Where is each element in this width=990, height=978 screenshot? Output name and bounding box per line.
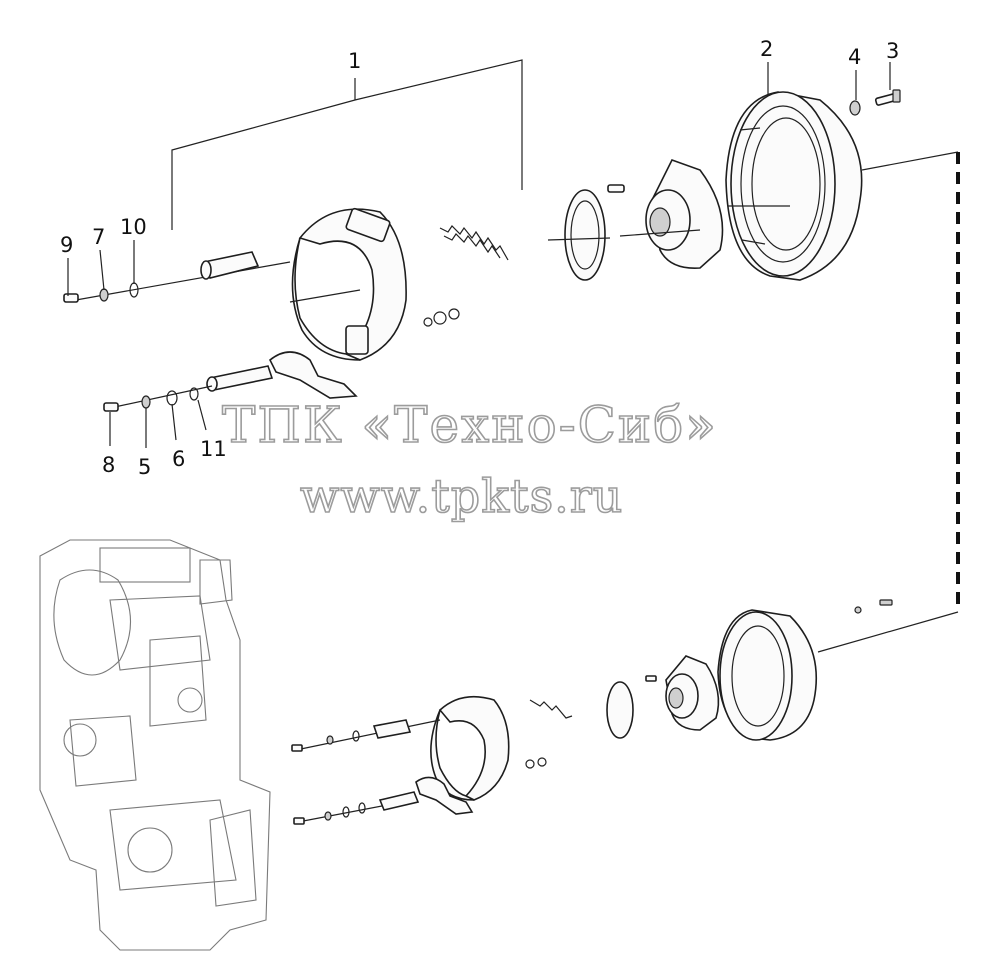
callout-6: 6 [172,447,185,471]
callout-labels: 1 2 3 4 9 7 10 8 5 6 11 [60,37,899,479]
watermark: ТПК «Техно-Сиб» www.tpkts.ru [221,395,718,524]
washer-4 [849,100,861,116]
screw-3 [874,89,901,106]
anchor-pin-installed [291,719,441,752]
assembly-connector [817,151,960,653]
hub-flange [607,159,724,269]
brake-drum [725,91,863,281]
cam-lever [103,351,358,412]
backing-disc [547,189,611,281]
callout-7: 7 [92,225,105,249]
callout-9: 9 [60,233,73,257]
transmission-housing [39,539,271,951]
watermark-url: www.tpkts.ru [300,469,623,523]
callout-1: 1 [348,49,361,73]
callout-2: 2 [760,37,773,61]
brake-shoes-installed [430,695,573,801]
leader-lines [67,62,891,448]
watermark-company: ТПК «Техно-Сиб» [222,396,718,454]
callout-3: 3 [886,39,899,63]
callout-10: 10 [120,215,147,239]
callout-11: 11 [200,437,227,461]
callout-5: 5 [138,455,151,479]
return-spring [439,225,509,261]
brake-shoes [289,207,460,361]
hub-installed [606,655,720,739]
callout-4: 4 [848,45,861,69]
anchor-pin [63,251,291,303]
cam-lever-installed [293,776,474,825]
brake-drum-installed [717,599,893,741]
assembly-bracket [171,59,523,230]
callout-8: 8 [102,453,115,477]
